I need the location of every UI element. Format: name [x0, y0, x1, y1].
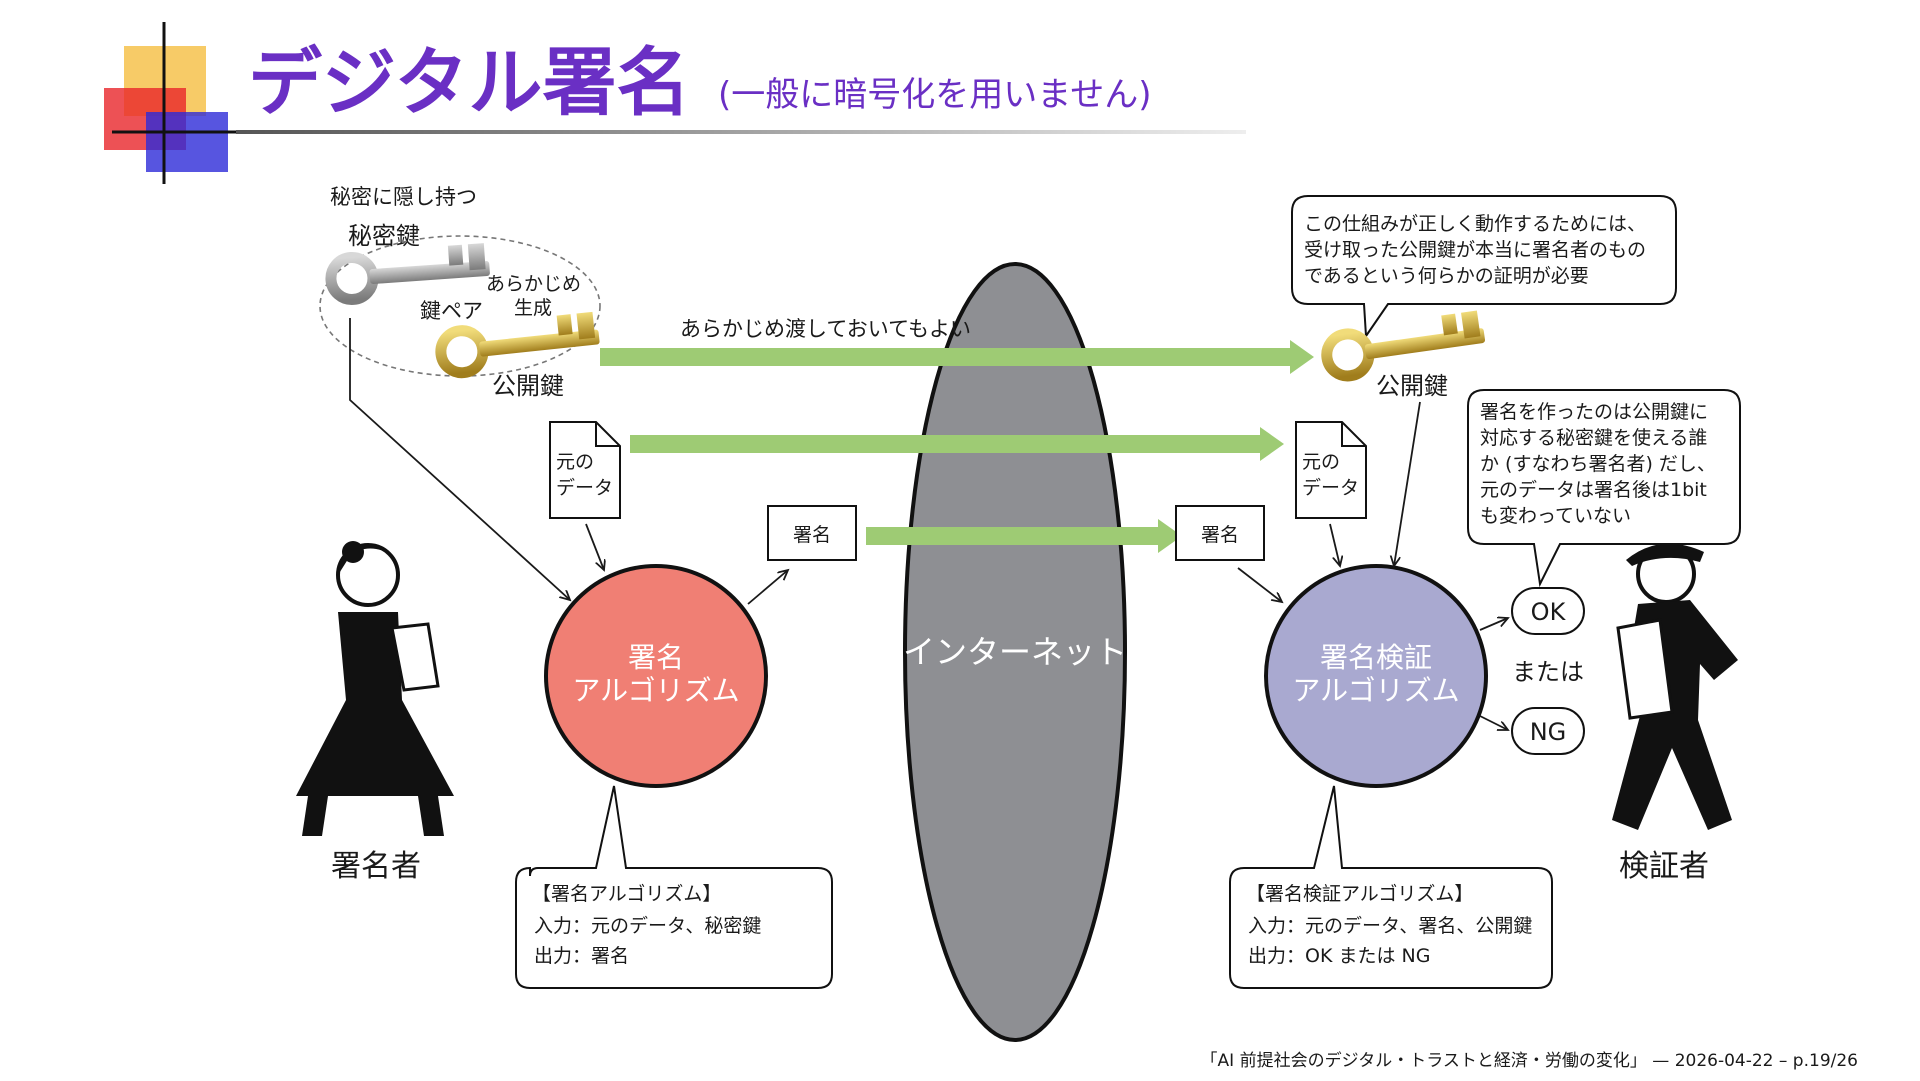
signer-person-icon: [296, 541, 454, 836]
key-pair-pregen-line1: あらかじめ: [486, 273, 581, 295]
key-pair-pregen-line2: 生成: [514, 297, 552, 319]
verifier-data-line1: 元の: [1302, 451, 1340, 473]
signing-info-input: 入力：元のデータ、秘密鍵: [534, 915, 761, 937]
public-key-icon: [435, 311, 600, 379]
verification-algorithm: [1264, 564, 1488, 788]
key-pair-grouping: [319, 235, 601, 377]
signer-public-key-label: 公開鍵: [492, 372, 564, 400]
signer-data-line2: データ: [556, 477, 613, 499]
ok-meaning-line1: 署名を作ったのは公開鍵に: [1480, 401, 1708, 423]
title-decoration: [104, 22, 236, 184]
verifier-person-icon: [1612, 543, 1738, 830]
ok-result-label: OK: [1531, 598, 1567, 626]
verifier-label: 検証者: [1619, 849, 1709, 884]
transfer-arrows: [600, 340, 1314, 553]
verifier-data-document: 元の データ: [1295, 421, 1367, 519]
signing-info-title: 【署名アルゴリズム】: [532, 883, 721, 905]
signing-algorithm-info: 【署名アルゴリズム】 入力：元のデータ、秘密鍵 出力：署名: [515, 785, 833, 989]
signing-info-output: 出力：署名: [534, 945, 629, 967]
page-title: デジタル署名: [248, 40, 691, 126]
certificate-note: この仕組みが正しく動作するためには、 受け取った公開鍵が本当に署名者のもの であ…: [1291, 195, 1677, 339]
signer-data-line1: 元の: [556, 451, 594, 473]
signer-flow-arrows: [349, 318, 788, 605]
verify-info-title: 【署名検証アルゴリズム】: [1246, 883, 1473, 905]
certificate-note-line3: であるという何らかの証明が必要: [1304, 265, 1589, 287]
key-transfer-note: あらかじめ渡しておいてもよい: [680, 317, 971, 341]
ng-result-label: NG: [1530, 718, 1567, 746]
verifier-public-key-icon: [1321, 310, 1486, 382]
ok-meaning-line3: か (すなわち署名者) だし、: [1480, 453, 1716, 475]
ng-result-box: [1511, 707, 1585, 755]
or-label: または: [1512, 658, 1584, 686]
internet-label: インターネット: [903, 633, 1127, 671]
private-key-note: 秘密に隠し持つ: [330, 185, 477, 209]
page-subtitle: (一般に暗号化を用いません): [718, 75, 1152, 115]
ok-meaning-note: 署名を作ったのは公開鍵に 対応する秘密鍵を使える誰 か (すなわち署名者) だし…: [1467, 389, 1741, 588]
verifier-signature-box: [1175, 505, 1265, 561]
verify-algo-line2: アルゴリズム: [1292, 674, 1459, 707]
ok-meaning-line2: 対応する秘密鍵を使える誰: [1480, 427, 1707, 449]
signing-algorithm: [544, 564, 768, 788]
private-key-label: 秘密鍵: [348, 222, 420, 250]
title-underline: [236, 130, 1246, 134]
verifier-signature-label: 署名: [1201, 524, 1239, 546]
ok-meaning-line5: も変わっていない: [1480, 505, 1631, 527]
signature-transfer-arrow: [866, 519, 1182, 553]
private-key-icon: [325, 243, 490, 305]
verify-algo-line1: 署名検証: [1320, 641, 1432, 674]
data-transfer-arrow: [630, 427, 1284, 461]
signer-signature-box: [767, 505, 857, 561]
verifier-public-key-label: 公開鍵: [1376, 372, 1448, 400]
ok-meaning-line4: 元のデータは署名後は1bit: [1480, 479, 1707, 501]
key-pair-label: 鍵ペア: [420, 299, 483, 323]
signer-label: 署名者: [331, 849, 421, 884]
verify-info-output: 出力：OK または NG: [1248, 945, 1430, 967]
verification-algorithm-info: 【署名検証アルゴリズム】 入力：元のデータ、署名、公開鍵 出力：OK または N…: [1229, 785, 1553, 989]
internet-shape: [903, 262, 1127, 1042]
ok-result-box: [1511, 587, 1585, 635]
verifier-flow-arrows: [1237, 401, 1508, 730]
verify-info-input: 入力：元のデータ、署名、公開鍵: [1248, 915, 1532, 937]
certificate-note-line2: 受け取った公開鍵が本当に署名者のもの: [1304, 239, 1646, 261]
signer-signature-label: 署名: [793, 524, 831, 546]
verifier-data-line2: データ: [1302, 477, 1359, 499]
signing-algo-line1: 署名: [628, 641, 684, 674]
slide-footer: 「AI 前提社会のデジタル・トラストと経済・労働の変化」 — 2026-04-2…: [1201, 1050, 1858, 1071]
certificate-note-line1: この仕組みが正しく動作するためには、: [1304, 213, 1646, 235]
signer-data-document: 元の データ: [549, 421, 621, 519]
public-key-transfer-arrow: [600, 340, 1314, 374]
signing-algo-line2: アルゴリズム: [572, 674, 739, 707]
